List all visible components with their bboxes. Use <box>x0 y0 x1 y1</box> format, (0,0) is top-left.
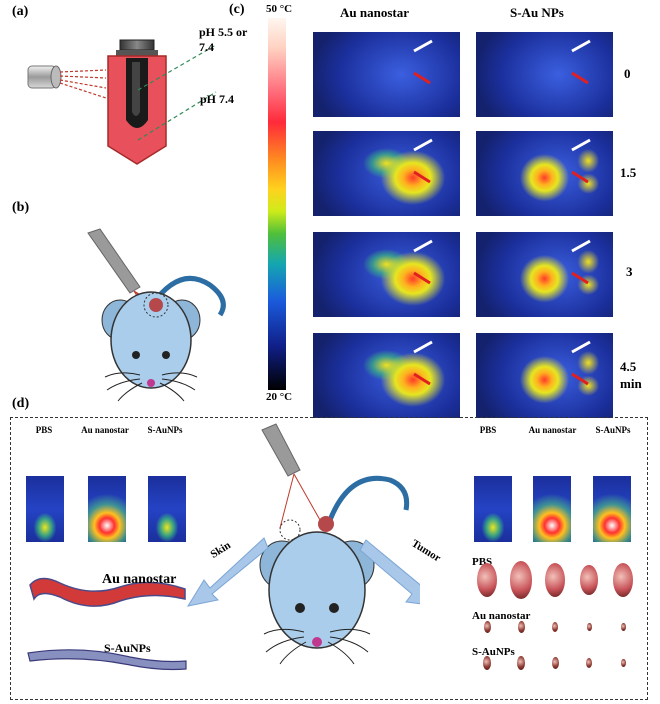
time-label: 1.5 <box>620 165 637 180</box>
small-thermal-image <box>26 476 64 542</box>
tumor-photo <box>552 621 558 633</box>
skin-arrow <box>186 537 269 607</box>
tumor-photo <box>517 656 525 670</box>
skin-sections <box>27 577 187 671</box>
tube-label-top-2: 7.4 <box>199 40 214 54</box>
tumor-photo <box>551 657 559 669</box>
small-thermal-image <box>88 476 126 542</box>
laser-beams <box>59 69 107 99</box>
skin-thermal-title: PBS <box>35 425 53 435</box>
time-label: 3 <box>626 264 633 279</box>
tumor-photo <box>477 563 497 597</box>
small-thermal-image <box>533 476 571 542</box>
thermal-image <box>476 333 613 418</box>
tumor-photo <box>483 656 491 670</box>
tumor-photo <box>586 657 592 669</box>
panel-label-a: (a) <box>12 4 29 19</box>
skin-thermal-title: S-AuNPs <box>147 425 183 435</box>
thermal-image <box>313 333 460 418</box>
tumor-thermal-title: S-AuNPs <box>595 425 631 435</box>
small-thermal-image <box>593 476 631 542</box>
tumor-row-label: S-AuNPs <box>472 646 515 658</box>
tumor-photo <box>620 658 626 668</box>
time-label: 4.5 <box>620 359 637 374</box>
panel-label-c: (c) <box>229 2 245 17</box>
skin-section-s-aunps <box>27 649 187 671</box>
arrow-markers <box>413 239 433 285</box>
column-title-s-au-nps: S-Au NPs <box>510 5 564 20</box>
thermal-image <box>476 232 613 317</box>
thermal-image <box>476 32 613 117</box>
tumor-arrow <box>359 539 420 605</box>
thermal-image <box>313 232 460 317</box>
arrow-markers <box>413 138 433 184</box>
thermal-image <box>313 131 460 216</box>
panel-d-frame <box>10 417 648 700</box>
column-title-au-nanostar: Au nanostar <box>340 5 409 20</box>
skin-section-label: Au nanostar <box>102 572 177 587</box>
small-thermal-image <box>148 476 186 542</box>
tumor-photo <box>517 621 525 633</box>
arrow-markers <box>571 340 591 386</box>
thermal-image <box>476 131 613 216</box>
tumor-photo <box>510 561 532 599</box>
arrow-markers <box>571 39 591 85</box>
panel-label-d: (d) <box>12 396 30 411</box>
skin-section-label: S-AuNPs <box>104 641 151 655</box>
tumor-thermal-title: PBS <box>479 425 497 435</box>
center-mouse-illustration <box>186 423 420 665</box>
tumor-thermal-title: Au nanostar <box>528 425 577 435</box>
tube-label-bottom: pH 7.4 <box>200 92 235 106</box>
tumor-photo <box>620 622 626 632</box>
tumor-photo <box>586 622 592 632</box>
arrow-markers <box>571 138 591 184</box>
panel-label-b: (b) <box>12 200 30 215</box>
laser-device <box>27 65 62 89</box>
tumor-photo <box>613 563 633 597</box>
tube-label-top: pH 5.5 or <box>199 25 248 39</box>
arrow-markers <box>413 340 433 386</box>
small-thermal-image <box>474 476 512 542</box>
laser-tube-illustration <box>27 39 217 165</box>
tumor-photo <box>483 621 491 633</box>
tumor-photo <box>545 563 565 597</box>
arrow-markers <box>571 239 591 285</box>
time-unit-label: min <box>620 376 642 391</box>
tumor-row-label: Au nanostar <box>472 610 531 622</box>
tube <box>107 39 167 165</box>
temperature-color-scale <box>268 18 286 390</box>
skin-section-au-nanostar <box>29 577 186 607</box>
scale-min-label: 20 °C <box>266 391 293 403</box>
skin-thermal-title: Au nanostar <box>81 425 129 435</box>
thermal-image <box>313 32 460 117</box>
tumor-photo <box>580 564 598 596</box>
arrow-markers <box>413 39 433 85</box>
scale-max-label: 50 °C <box>266 3 293 15</box>
mouse-laser-illustration <box>87 228 226 402</box>
time-label: 0 <box>624 66 631 81</box>
